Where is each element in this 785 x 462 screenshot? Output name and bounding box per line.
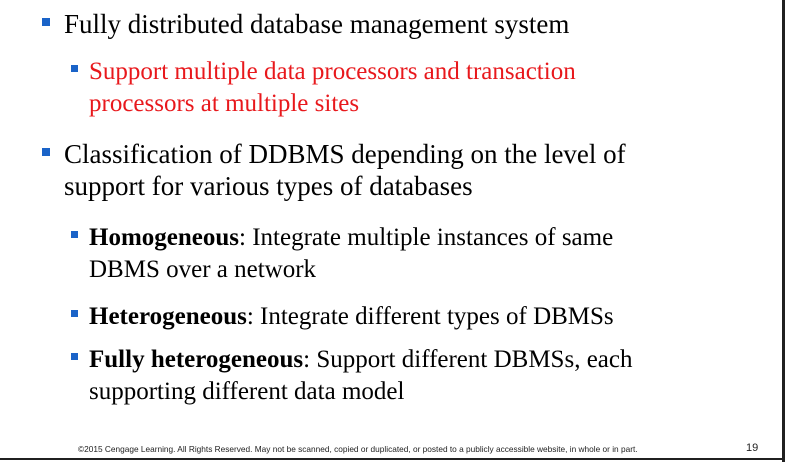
definition-text: : Support different DBMSs, each supporti… xyxy=(89,346,633,405)
sub-bullet-text: Heterogeneous: Integrate different types… xyxy=(89,301,614,333)
square-bullet-icon xyxy=(42,18,50,26)
sub-bullet-item-fully-heterogeneous: Fully heterogeneous: Support different D… xyxy=(71,344,761,408)
square-bullet-icon xyxy=(71,353,78,360)
square-bullet-icon xyxy=(71,65,78,72)
sub-bullet-text: Homogeneous: Integrate multiple instance… xyxy=(89,222,613,286)
bullet-text: Fully distributed database management sy… xyxy=(64,9,570,39)
footer-divider xyxy=(0,458,785,460)
definition-text: : Integrate different types of DBMSs xyxy=(246,303,614,330)
sub-bullet-text: Fully heterogeneous: Support different D… xyxy=(89,344,632,408)
square-bullet-icon xyxy=(42,148,50,156)
sub-bullet-item-heterogeneous: Heterogeneous: Integrate different types… xyxy=(71,301,761,333)
definition-text: : Integrate multiple instances of same D… xyxy=(89,224,614,283)
page-number: 19 xyxy=(746,442,759,454)
square-bullet-icon xyxy=(71,310,78,317)
term-heterogeneous: Heterogeneous xyxy=(89,303,247,330)
square-bullet-icon xyxy=(71,231,78,238)
sub-bullet-text: Support multiple data processors and tra… xyxy=(89,58,576,117)
bullet-text: Classification of DDBMS depending on the… xyxy=(64,139,626,201)
bullet-item-classification: Classification of DDBMS depending on the… xyxy=(42,138,762,202)
copyright-footer: ©2015 Cengage Learning. All Rights Reser… xyxy=(78,444,638,454)
term-fully-heterogeneous: Fully heterogeneous xyxy=(89,346,304,373)
sub-bullet-item-support-processors: Support multiple data processors and tra… xyxy=(71,56,751,120)
bullet-item-fully-distributed: Fully distributed database management sy… xyxy=(42,8,762,40)
slide-right-border xyxy=(782,0,785,462)
term-homogeneous: Homogeneous xyxy=(89,224,239,251)
sub-bullet-item-homogeneous: Homogeneous: Integrate multiple instance… xyxy=(71,222,761,286)
